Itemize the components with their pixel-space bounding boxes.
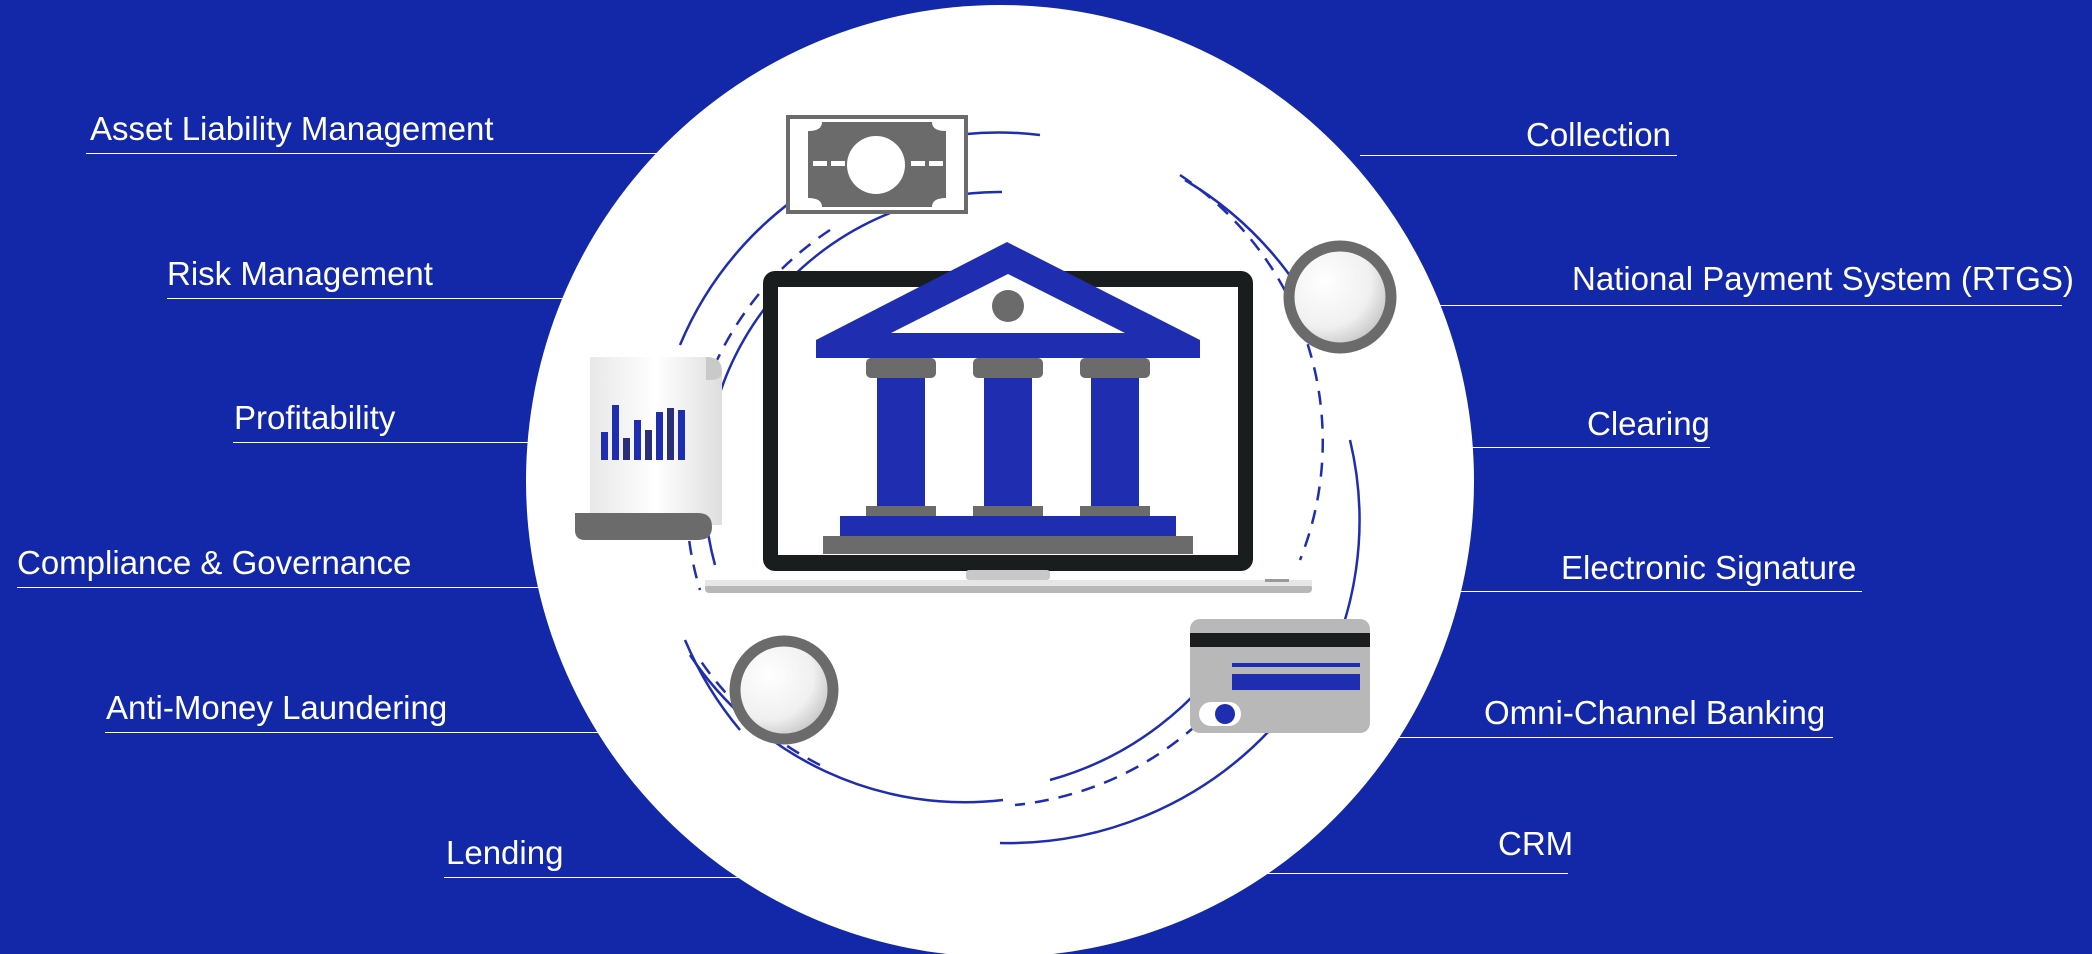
label-national-payment-system: National Payment System (RTGS) [1572,260,2074,297]
underline-collection [1360,155,1677,156]
underline-profitability [233,442,533,443]
label-anti-money-laundering: Anti-Money Laundering [106,689,448,726]
orbit-outer-left-arc [683,639,741,731]
label-risk-management: Risk Management [167,255,433,292]
label-collection: Collection [1526,116,1671,153]
credit-card-icon [1190,619,1370,733]
underline-national-payment-system [1440,305,2062,306]
label-crm: CRM [1498,825,1574,862]
banknote-icon [786,115,968,214]
bank-building-icon [816,242,1200,554]
label-asset-liability-management: Asset Liability Management [90,110,494,147]
underline-omni-channel-banking [1395,737,1833,738]
underline-electronic-signature [1460,591,1862,592]
underline-compliance-governance [17,587,543,588]
underline-risk-management [167,298,567,299]
coin-icon-bottom-left [729,635,839,745]
label-electronic-signature: Electronic Signature [1561,549,1857,586]
coin-icon-top-right [1283,240,1397,354]
label-lending: Lending [446,834,564,871]
underline-crm [1265,873,1568,874]
orbit-outer-bottom-arc [999,729,1271,845]
label-profitability: Profitability [234,399,396,436]
underline-clearing [1470,447,1710,448]
label-clearing: Clearing [1587,405,1710,442]
label-omni-channel-banking: Omni-Channel Banking [1484,694,1826,731]
report-bar-chart [601,405,685,460]
dashed-orbit-right [1179,173,1324,561]
label-compliance-governance: Compliance & Governance [17,544,412,581]
orbit-inner-bottom-arc [688,654,1004,804]
underline-anti-money-laundering [105,732,600,733]
underline-asset-liability-management [86,153,660,154]
report-scroll-icon [575,357,722,540]
underline-lending [444,877,744,878]
